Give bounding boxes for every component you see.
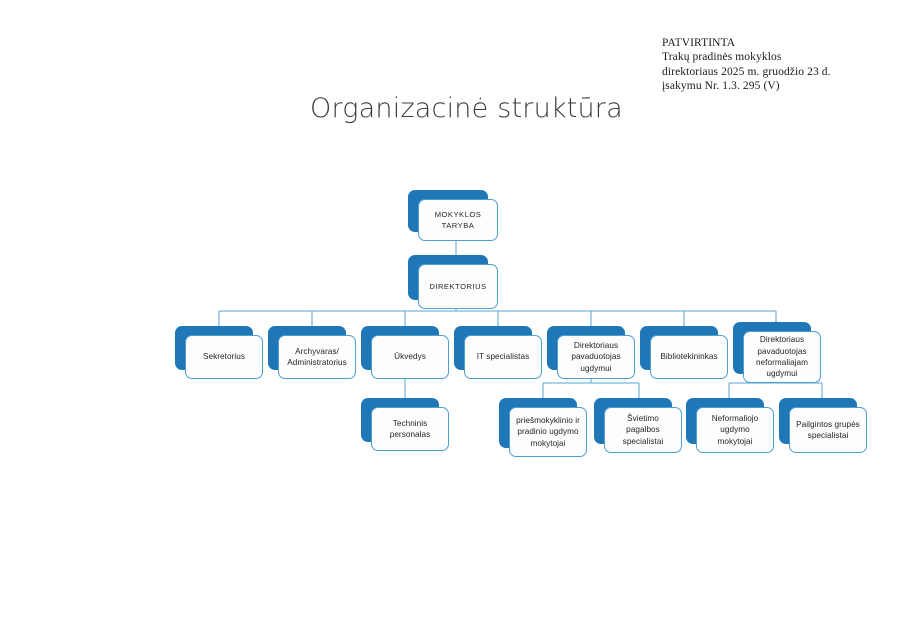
org-node-priesmokyklinio-mokytojai[interactable]: priešmokyklinio ir pradinio ugdymo mokyt…: [499, 398, 587, 457]
org-node-label: Archyvaras/ Administratorius: [278, 335, 356, 379]
org-node-techninis-personalas[interactable]: Techninis personalas: [361, 398, 449, 451]
org-node-bibliotekininkas[interactable]: Bibliotekininkas: [640, 326, 728, 379]
org-node-label: Pailgintos grupės specialistai: [789, 407, 867, 453]
org-node-label: priešmokyklinio ir pradinio ugdymo mokyt…: [509, 407, 587, 457]
org-node-label: Ūkvedys: [371, 335, 449, 379]
org-node-label: Direktoriaus pavaduotojas ugdymui: [557, 335, 635, 379]
org-node-pailgintos-grupes[interactable]: Pailgintos grupės specialistai: [779, 398, 867, 453]
page-title: Organizacinė struktūra: [310, 93, 623, 124]
org-node-ukvedys[interactable]: Ūkvedys: [361, 326, 449, 379]
org-node-label: Švietimo pagalbos specialistai: [604, 407, 682, 453]
approval-line-3: direktoriaus 2025 m. gruodžio 23 d.: [662, 65, 831, 78]
org-node-pavaduotojas-neformaliajam[interactable]: Direktoriaus pavaduotojas neformaliajam …: [733, 322, 821, 383]
org-node-label: Bibliotekininkas: [650, 335, 728, 379]
org-node-pavaduotojas-ugdymui[interactable]: Direktoriaus pavaduotojas ugdymui: [547, 326, 635, 379]
org-node-label: Neformaliojo ugdymo mokytojai: [696, 407, 774, 453]
approval-line-1: PATVIRTINTA: [662, 37, 736, 49]
approval-line-4: įsakymu Nr. 1.3. 295 (V): [662, 79, 780, 92]
org-node-label: DIREKTORIUS: [418, 264, 498, 309]
org-node-label: Direktoriaus pavaduotojas neformaliajam …: [743, 331, 821, 383]
org-node-sekretorius[interactable]: Sekretorius: [175, 326, 263, 379]
org-node-label: IT specialistas: [464, 335, 542, 379]
org-node-direktorius[interactable]: DIREKTORIUS: [408, 255, 498, 309]
org-node-label: Sekretorius: [185, 335, 263, 379]
approval-line-2: Trakų pradinės mokyklos: [662, 51, 782, 64]
org-node-label: Techninis personalas: [371, 407, 449, 451]
org-node-mokyklos-taryba[interactable]: MOKYKLOS TARYBA: [408, 190, 498, 241]
org-node-archyvaras[interactable]: Archyvaras/ Administratorius: [268, 326, 356, 379]
approval-note: PATVIRTINTA Trakų pradinės mokyklos dire…: [662, 36, 892, 93]
org-node-svietimo-pagalbos[interactable]: Švietimo pagalbos specialistai: [594, 398, 682, 453]
org-node-it-specialistas[interactable]: IT specialistas: [454, 326, 542, 379]
org-node-neformaliojo-mokytojai[interactable]: Neformaliojo ugdymo mokytojai: [686, 398, 774, 453]
org-node-label: MOKYKLOS TARYBA: [418, 199, 498, 241]
